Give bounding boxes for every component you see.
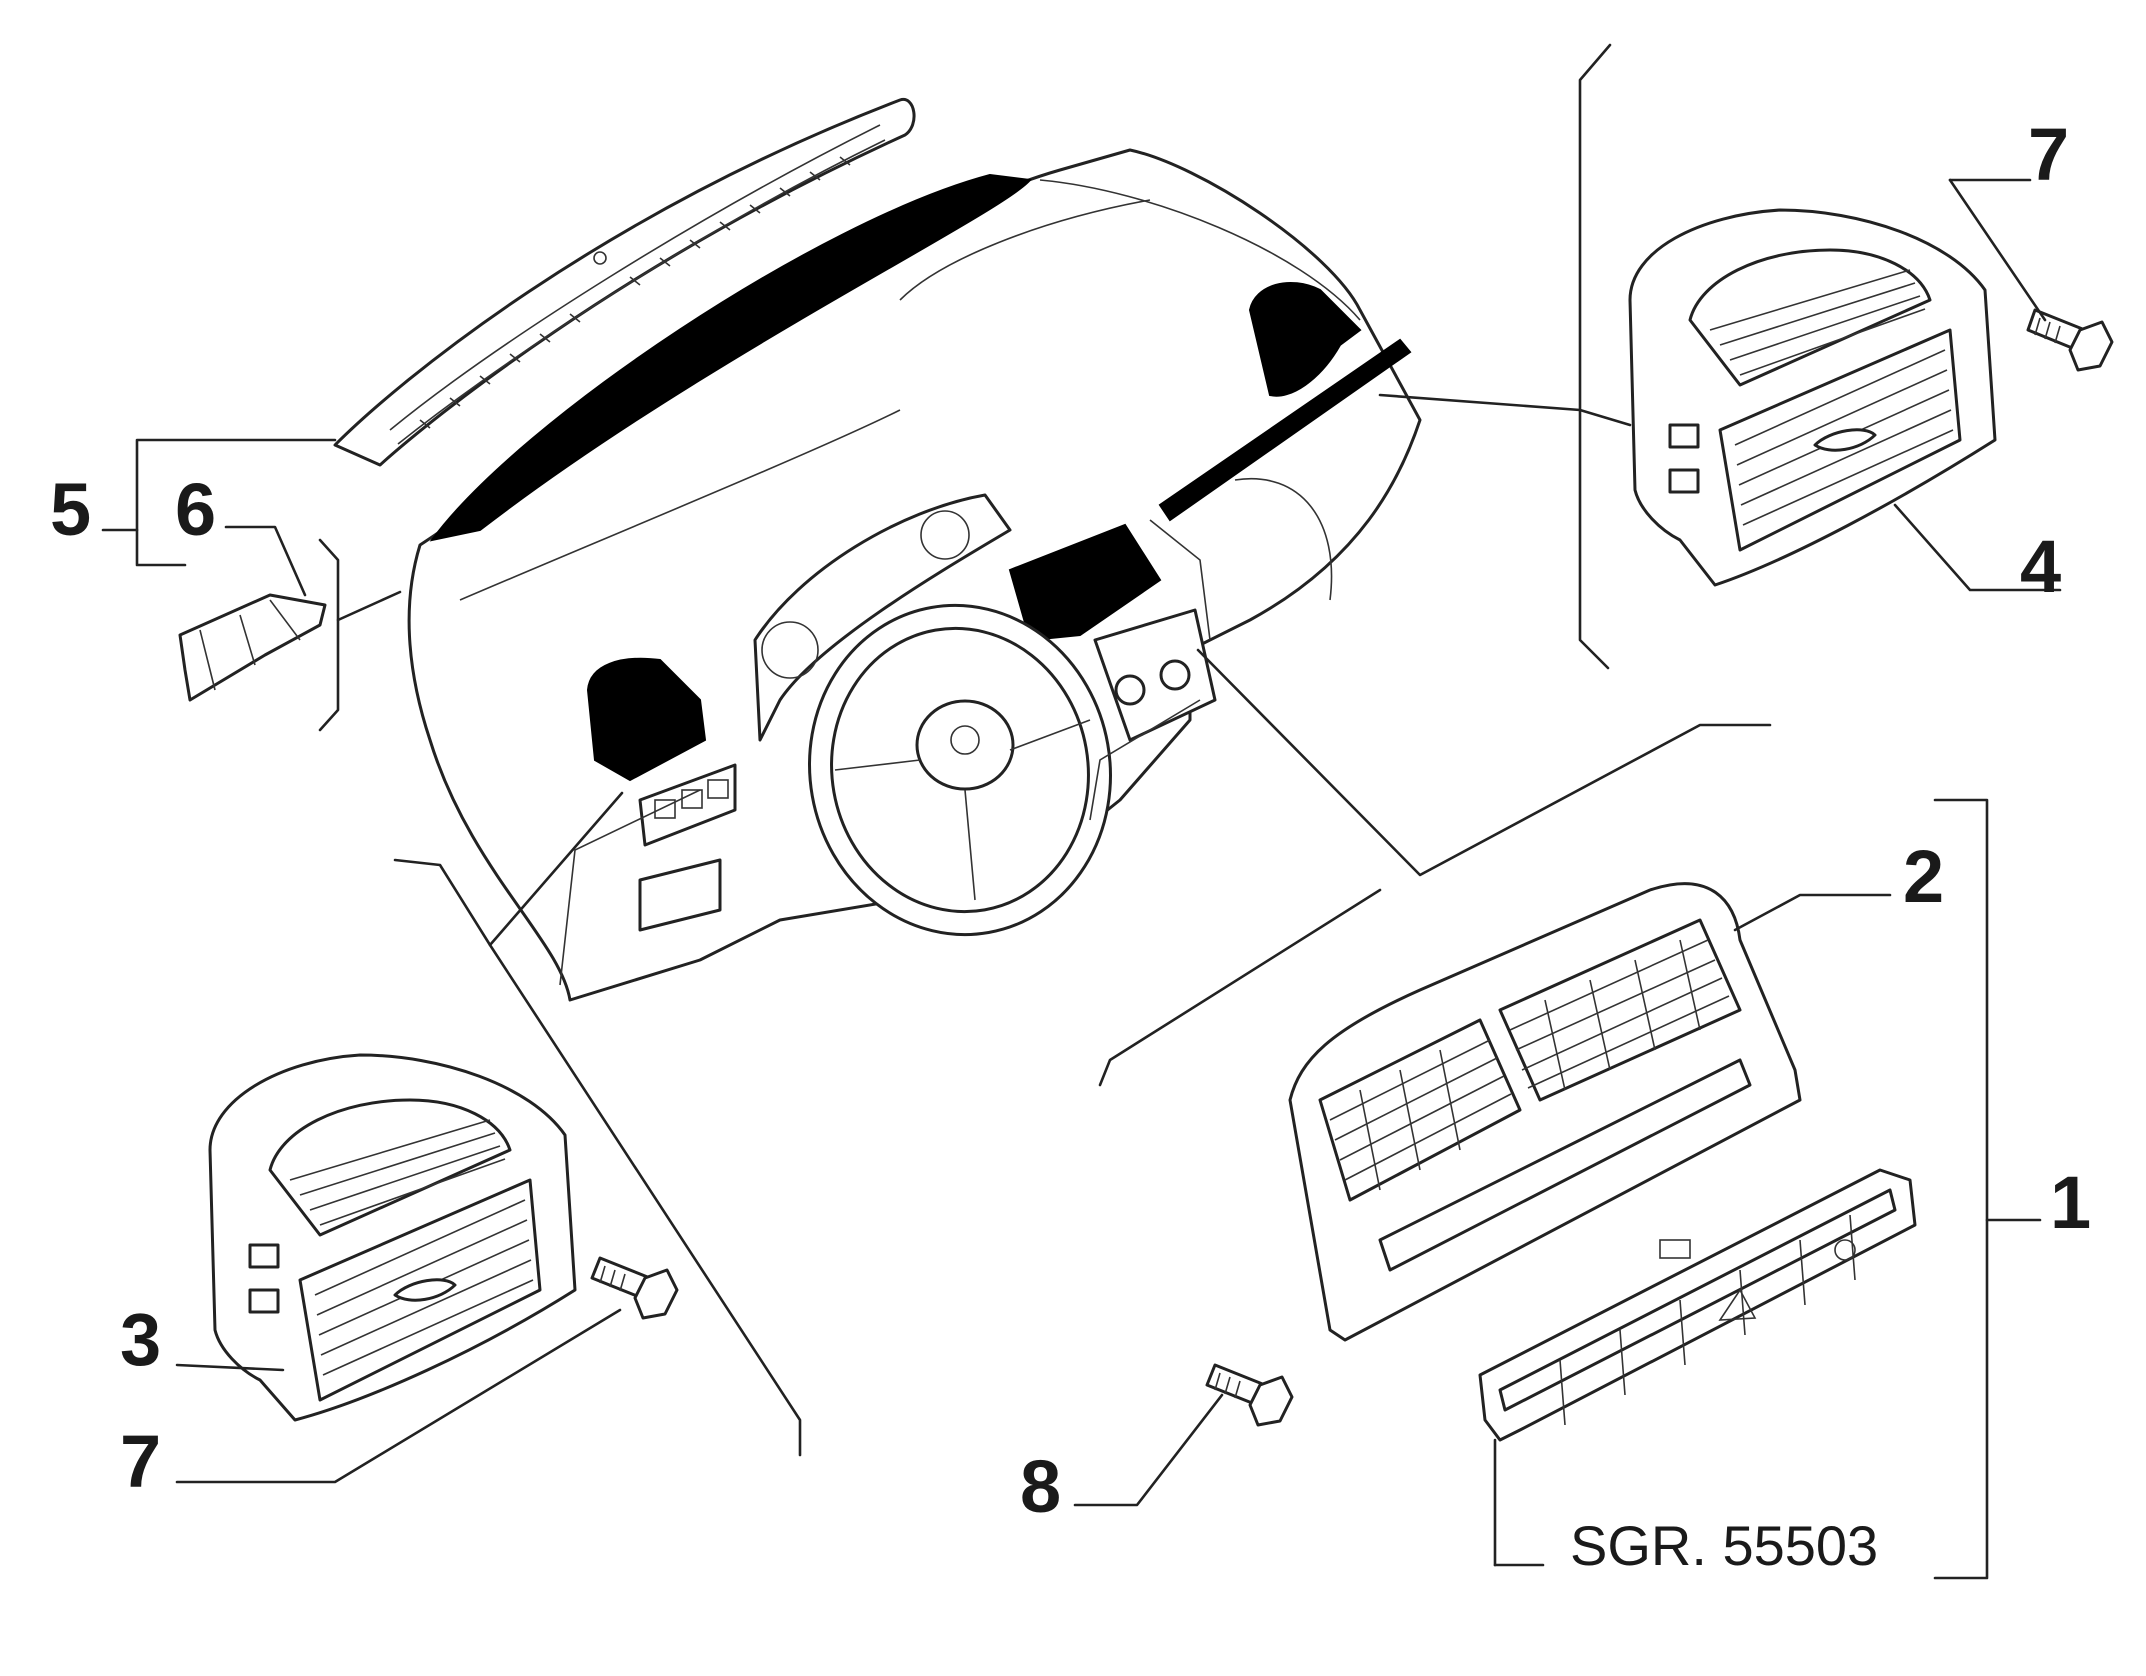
callout-1: 1	[2050, 1161, 2091, 1244]
part-2-center-grille	[1288, 882, 1802, 1342]
bolt-7-left	[590, 1256, 679, 1320]
bolt-7-right	[2026, 308, 2114, 372]
part-1-switch-panel	[1478, 1168, 1917, 1442]
callout-5: 5	[50, 468, 91, 551]
part-4-right-vent	[1628, 208, 1997, 587]
callout-2: 2	[1903, 835, 1944, 918]
reference-code: SGR. 55503	[1570, 1514, 1878, 1577]
part-3-left-vent	[208, 1053, 577, 1422]
callout-labels: 5 6 7 4 2 1 3 7 8 SGR. 55503	[50, 113, 2091, 1577]
leader-lines	[101, 43, 2062, 1580]
callout-6: 6	[175, 468, 216, 551]
part-5-top-trim	[333, 98, 916, 467]
callout-8: 8	[1020, 1445, 1061, 1528]
callout-7-left: 7	[120, 1420, 161, 1503]
callout-7-right: 7	[2028, 113, 2069, 196]
callout-3: 3	[120, 1298, 161, 1381]
callout-4: 4	[2020, 525, 2061, 608]
bolt-8	[1205, 1363, 1294, 1427]
part-6-clip	[178, 593, 327, 702]
dashboard-assembly	[407, 148, 1422, 1002]
